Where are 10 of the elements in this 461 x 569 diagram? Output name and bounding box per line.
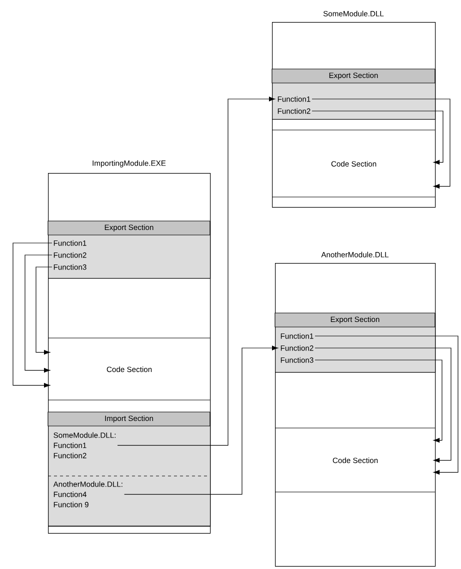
arrow: [24, 254, 52, 373]
arrow: [314, 348, 452, 463]
arrow: [12, 242, 52, 388]
arrow: [117, 96, 275, 446]
arrow: [124, 346, 278, 495]
arrow: [312, 98, 450, 189]
arrow: [314, 360, 442, 443]
arrow: [36, 266, 52, 355]
arrow: [312, 110, 444, 165]
arrow: [314, 336, 458, 475]
